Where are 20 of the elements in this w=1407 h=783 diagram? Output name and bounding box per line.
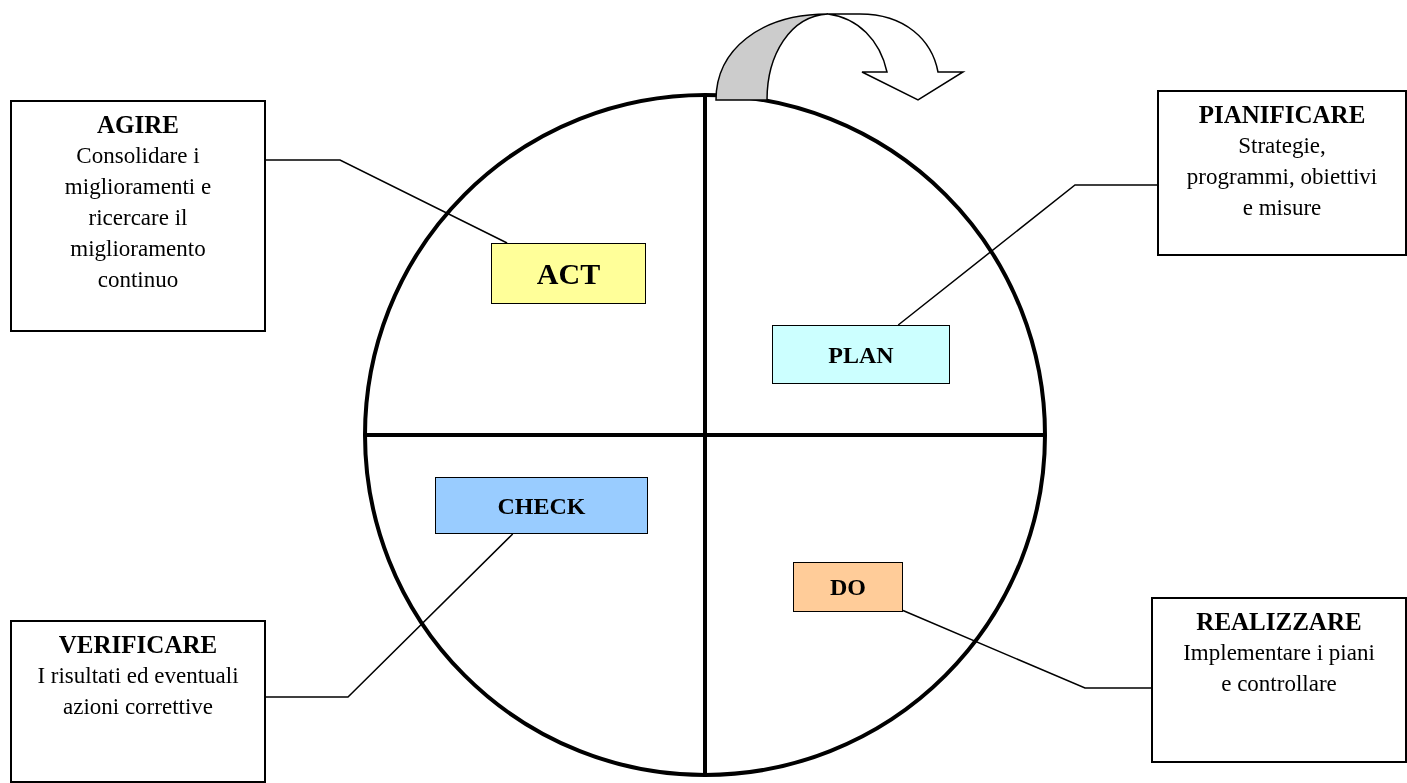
phase-box: DO	[793, 562, 903, 612]
phase-box: PLAN	[772, 325, 950, 384]
callout-title: REALIZZARE	[1196, 607, 1362, 637]
callout-text: Consolidare i miglioramenti e ricercare il miglioramento continuo	[63, 142, 213, 294]
leader-line	[265, 159, 508, 244]
phase-box: ACT	[491, 243, 646, 304]
callout-title: AGIRE	[97, 110, 179, 140]
callout-text: Strategie, programmi, obiettivi e misure	[1185, 132, 1379, 222]
callout-text: I risultati ed eventuali azioni correttive	[36, 662, 240, 721]
callout-title: PIANIFICARE	[1198, 100, 1366, 130]
leader-line	[902, 609, 1152, 689]
callout-box	[1157, 90, 1407, 256]
callout-title: VERIFICARE	[58, 630, 218, 660]
callout-box	[10, 100, 266, 332]
leader-line	[265, 533, 514, 698]
callout-box	[10, 620, 266, 783]
leader-line	[897, 184, 1158, 326]
phase-box: CHECK	[435, 477, 648, 534]
callout-text: Implementare i piani e controllare	[1182, 639, 1376, 698]
callout-box	[1151, 597, 1407, 763]
